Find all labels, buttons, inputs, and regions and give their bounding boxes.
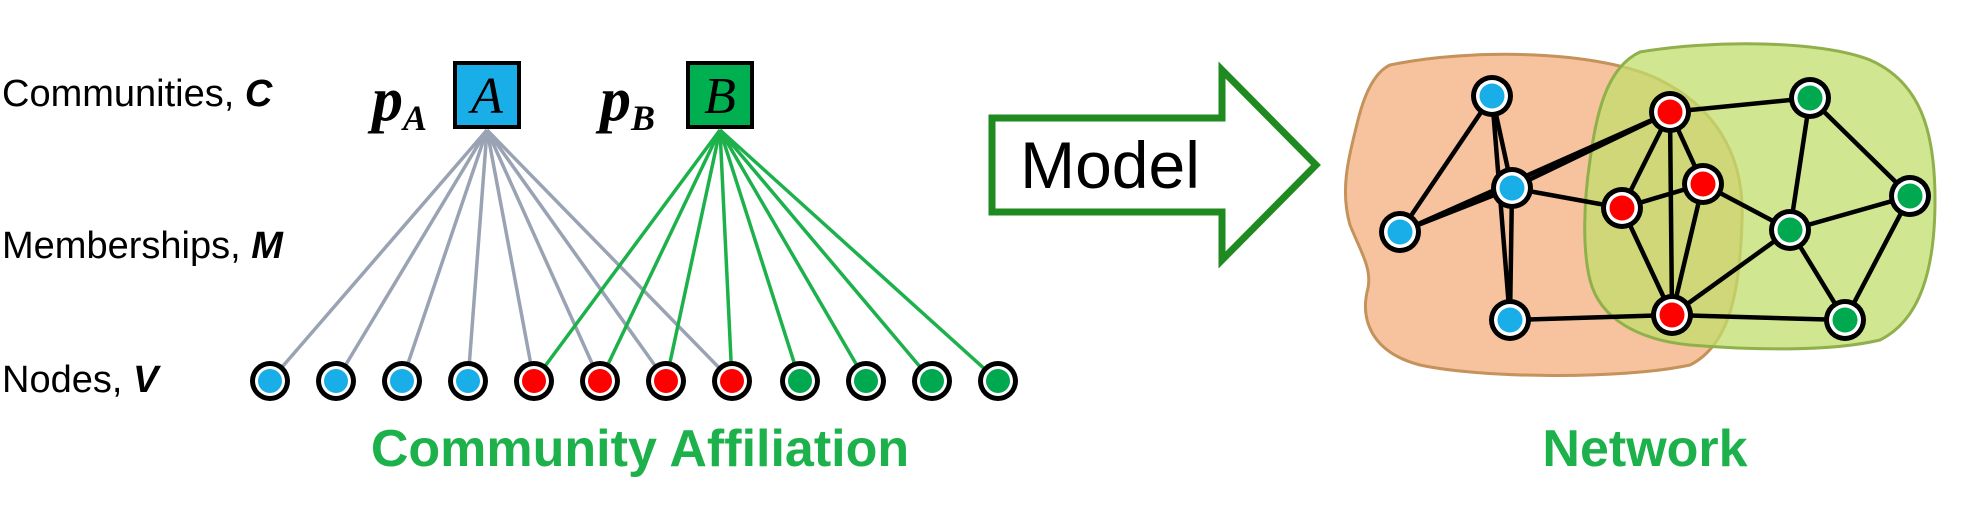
network-edge (1511, 109, 1671, 191)
affiliation-node (514, 361, 554, 401)
community-a-box (453, 61, 521, 129)
membership-edge-b (718, 128, 934, 383)
affiliation-node (912, 361, 952, 401)
model-label: Model (1020, 128, 1200, 202)
affiliation-node (712, 361, 752, 401)
network-edge (1670, 228, 1792, 317)
network-edge (1489, 95, 1513, 321)
communities-label: Communities, C (2, 73, 273, 115)
affiliation-node (646, 361, 686, 401)
affiliation-node (846, 361, 886, 401)
community-b-probability: pB (595, 66, 655, 138)
model-arrow: Model (988, 61, 1321, 269)
network-node (1889, 175, 1931, 217)
affiliation-node (580, 361, 620, 401)
community-affiliation-title: Community Affiliation (371, 420, 909, 478)
network-node (1789, 77, 1831, 119)
affiliation-node (382, 361, 422, 401)
membership-edge-a (485, 129, 536, 382)
network-node (1491, 167, 1533, 209)
membership-edge-a (485, 128, 734, 383)
membership-edge-b (718, 129, 802, 382)
nodes-label: Nodes, V (2, 359, 161, 401)
network-edge (1671, 312, 1846, 323)
network-edge (1669, 95, 1811, 115)
network-node (1379, 211, 1421, 253)
network-node (1769, 209, 1811, 251)
membership-edge-a (400, 129, 489, 382)
membership-edges (268, 128, 1000, 383)
membership-edge-a (466, 129, 489, 382)
network-node (1824, 299, 1866, 341)
membership-edge-b (598, 129, 722, 382)
network-edge (1667, 111, 1675, 316)
network-graph (1343, 42, 1937, 378)
network-nodes (1379, 75, 1931, 341)
community-a: pA A (367, 61, 521, 138)
network-node (1601, 187, 1643, 229)
membership-edge-b (718, 128, 1000, 383)
community-b-box (686, 61, 754, 129)
network-node (1471, 75, 1513, 117)
affiliation-node (448, 361, 488, 401)
network-node (1649, 91, 1691, 133)
membership-edge-b (664, 129, 722, 382)
membership-edge-b (718, 129, 734, 382)
network-title: Network (1542, 420, 1747, 478)
arrow-shape (988, 61, 1321, 269)
membership-edge-b (532, 128, 722, 383)
affiliation-node (780, 361, 820, 401)
community-b-letter: B (704, 68, 736, 125)
network-edge (1669, 183, 1706, 316)
community-a-letter: A (468, 68, 503, 125)
affiliation-nodes (250, 361, 1018, 401)
network-edge (1398, 94, 1494, 234)
community-b: pB B (595, 61, 754, 138)
network-node (1489, 299, 1531, 341)
membership-edge-a (485, 129, 602, 382)
network-edge (1843, 194, 1912, 322)
network-edge (1787, 97, 1813, 231)
network-node (1651, 294, 1693, 336)
affiliation-node (250, 361, 290, 401)
membership-edge-a (485, 128, 668, 383)
membership-edge-a (334, 129, 489, 382)
community-a-probability: pA (367, 66, 427, 138)
membership-edge-a (268, 128, 489, 383)
row-labels: Communities, C Memberships, M Nodes, V (2, 73, 284, 401)
memberships-label: Memberships, M (2, 225, 284, 267)
network-edge (1509, 312, 1673, 323)
affiliation-node (978, 361, 1018, 401)
affiliation-node (316, 361, 356, 401)
network-node (1682, 163, 1724, 205)
membership-edge-b (718, 129, 868, 382)
network-edge (1808, 96, 1912, 198)
